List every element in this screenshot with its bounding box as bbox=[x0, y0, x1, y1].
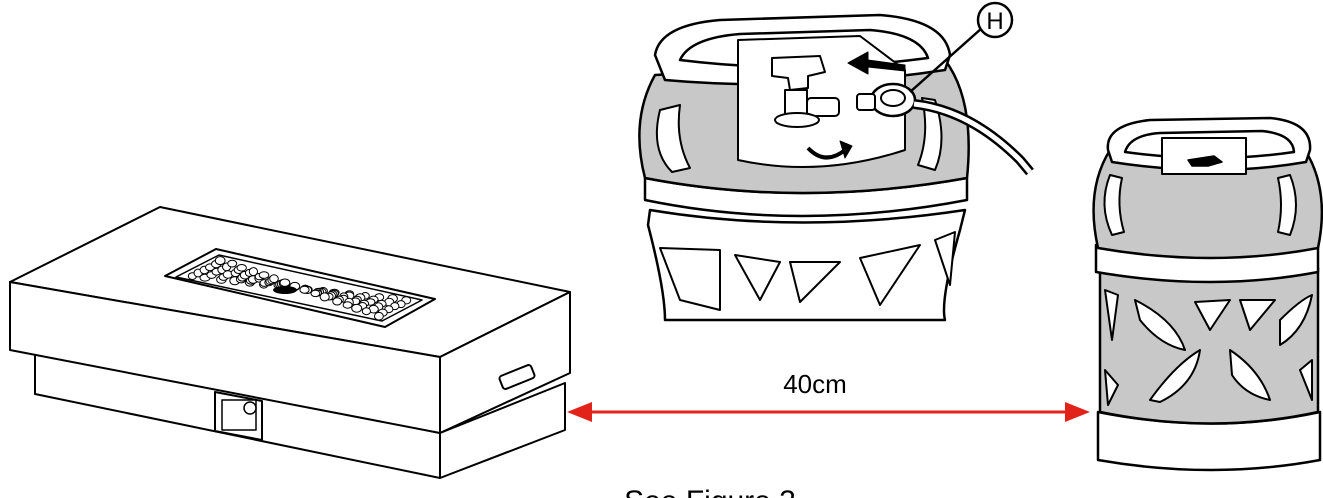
callout-leader bbox=[909, 27, 983, 93]
clockwise-rotation-arrow-icon bbox=[806, 146, 847, 160]
cylinder-shoulder bbox=[1092, 148, 1323, 260]
cylinder-cutout-9 bbox=[1299, 359, 1313, 401]
lava-stone bbox=[310, 289, 321, 298]
distance-arrowhead-left bbox=[567, 402, 592, 422]
regulator-coupler bbox=[856, 93, 876, 111]
guard-cutout-4 bbox=[859, 244, 921, 306]
cylinder-cutout-7 bbox=[1229, 349, 1271, 401]
cylinder-cutout-8 bbox=[1104, 369, 1119, 406]
gas-cylinder bbox=[1092, 116, 1323, 472]
lava-stones bbox=[187, 256, 412, 321]
guard-cutout-3 bbox=[789, 261, 841, 303]
cylinder-cutout-4 bbox=[1239, 299, 1276, 331]
rotation-arrowhead bbox=[839, 140, 853, 159]
guard-cutout-1 bbox=[659, 247, 721, 311]
lava-stone bbox=[319, 292, 330, 302]
table-top-side bbox=[439, 291, 571, 434]
lava-stone bbox=[236, 264, 247, 272]
callout-circle bbox=[976, 1, 1014, 39]
fire-table bbox=[9, 206, 571, 479]
distance-label: 40cm bbox=[783, 369, 847, 399]
lava-stone bbox=[299, 285, 310, 294]
valve-handwheel bbox=[771, 55, 826, 91]
burner-center bbox=[273, 286, 297, 294]
distance-arrowhead-right bbox=[1065, 402, 1090, 422]
lava-stone bbox=[269, 274, 279, 284]
cylinder-cutout-3 bbox=[1194, 299, 1231, 331]
cylinder-lower-guard bbox=[1098, 266, 1320, 425]
guard-cutout-5 bbox=[934, 231, 956, 286]
lava-stone bbox=[351, 303, 363, 313]
valve-nut bbox=[774, 112, 820, 128]
control-knob bbox=[243, 401, 257, 415]
cylinder-valve bbox=[1187, 155, 1223, 167]
lava-stone bbox=[258, 271, 270, 279]
lava-stone bbox=[361, 307, 371, 316]
cylinder-cutout-6 bbox=[1149, 349, 1201, 403]
left-arrow-icon bbox=[847, 51, 906, 75]
cylinder-side-opening-right bbox=[1277, 174, 1297, 236]
distance-dimension: 40cm bbox=[567, 369, 1090, 422]
valve-outlet bbox=[806, 97, 840, 117]
table-base-side bbox=[439, 382, 566, 479]
figure-caption: See Figure 3 bbox=[624, 485, 796, 498]
cylinder-valve-window bbox=[1161, 137, 1247, 175]
table-handle bbox=[498, 364, 536, 390]
cylinder-cutout-1 bbox=[1104, 289, 1119, 341]
lava-stone bbox=[342, 301, 353, 309]
gas-hose-inner bbox=[913, 101, 1032, 174]
callout-label: H bbox=[986, 8, 1003, 35]
lava-stone bbox=[374, 311, 384, 321]
cylinder-detail-side-opening-right bbox=[917, 97, 943, 171]
cylinder-side-opening-left bbox=[1103, 174, 1125, 236]
gas-cylinder-detail bbox=[638, 13, 1034, 322]
lava-stone bbox=[227, 259, 238, 268]
cylinder-detail-side-opening-left bbox=[655, 104, 691, 173]
lava-stone bbox=[332, 297, 343, 306]
guard-cutout-2 bbox=[734, 254, 781, 301]
regulator-cap bbox=[880, 89, 906, 107]
lava-stone bbox=[214, 256, 226, 266]
cylinder-cutout-2 bbox=[1134, 299, 1186, 351]
cylinder-cutout-5 bbox=[1279, 294, 1313, 346]
